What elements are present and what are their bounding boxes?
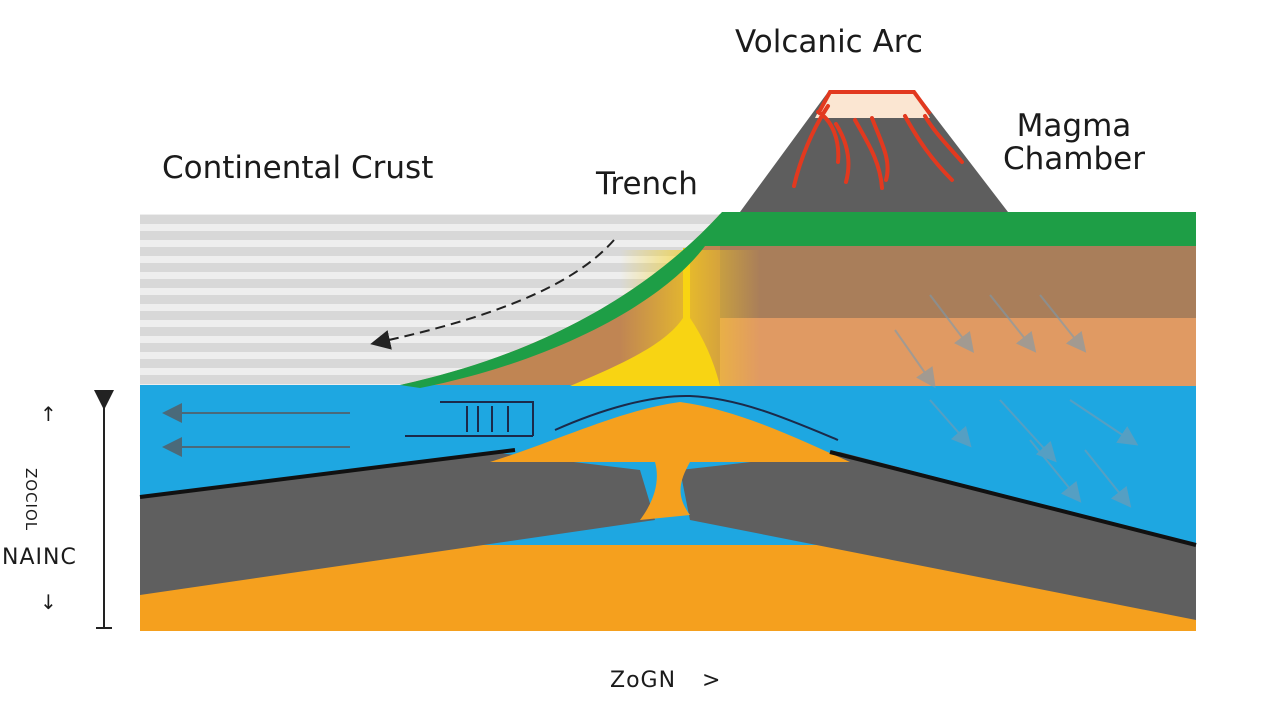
faint-flow-arrows: [894, 294, 1139, 508]
x-axis-arrow-icon: >: [702, 668, 722, 693]
lava-flow: [792, 104, 964, 190]
mantle-upwelling: [490, 402, 850, 462]
right-plate: [680, 452, 1196, 620]
surface-vegetation: [400, 212, 1196, 388]
volcano-crater: [815, 92, 930, 118]
continental-crust-label: Continental Crust: [162, 150, 434, 186]
trench-label: Trench: [596, 166, 698, 202]
magma-conduit: [570, 248, 720, 386]
magma-chamber-label: Magma Chamber: [1003, 110, 1145, 175]
upper-crust: [690, 244, 1196, 320]
flow-bracket-symbol: [405, 401, 534, 437]
lower-crust: [690, 318, 1196, 386]
left-plate-edge: [139, 448, 516, 499]
subduction-path-arrow: [370, 239, 615, 350]
volcanic-arc-label: Volcanic Arc: [735, 24, 923, 60]
crater-rim: [816, 90, 932, 116]
continental-crust-area: [140, 214, 720, 385]
mantle-neck: [640, 462, 690, 520]
y-axis-side-text: ZOCIOL: [22, 468, 40, 532]
left-plate: [140, 452, 655, 595]
y-axis-down-arrow-icon: ↓: [40, 590, 57, 614]
y-axis-label: NAINC: [2, 545, 77, 570]
magma-chamber-line2: Chamber: [1003, 140, 1145, 177]
x-axis-text: ZoGN: [610, 668, 677, 693]
y-axis-up-arrow-icon: ↑: [40, 402, 57, 426]
right-plate-edge: [829, 450, 1197, 547]
magma-chamber-line1: Magma: [1016, 108, 1132, 144]
x-axis-label: ZoGN >: [610, 669, 721, 692]
upwelling-flow-line: [554, 394, 839, 441]
